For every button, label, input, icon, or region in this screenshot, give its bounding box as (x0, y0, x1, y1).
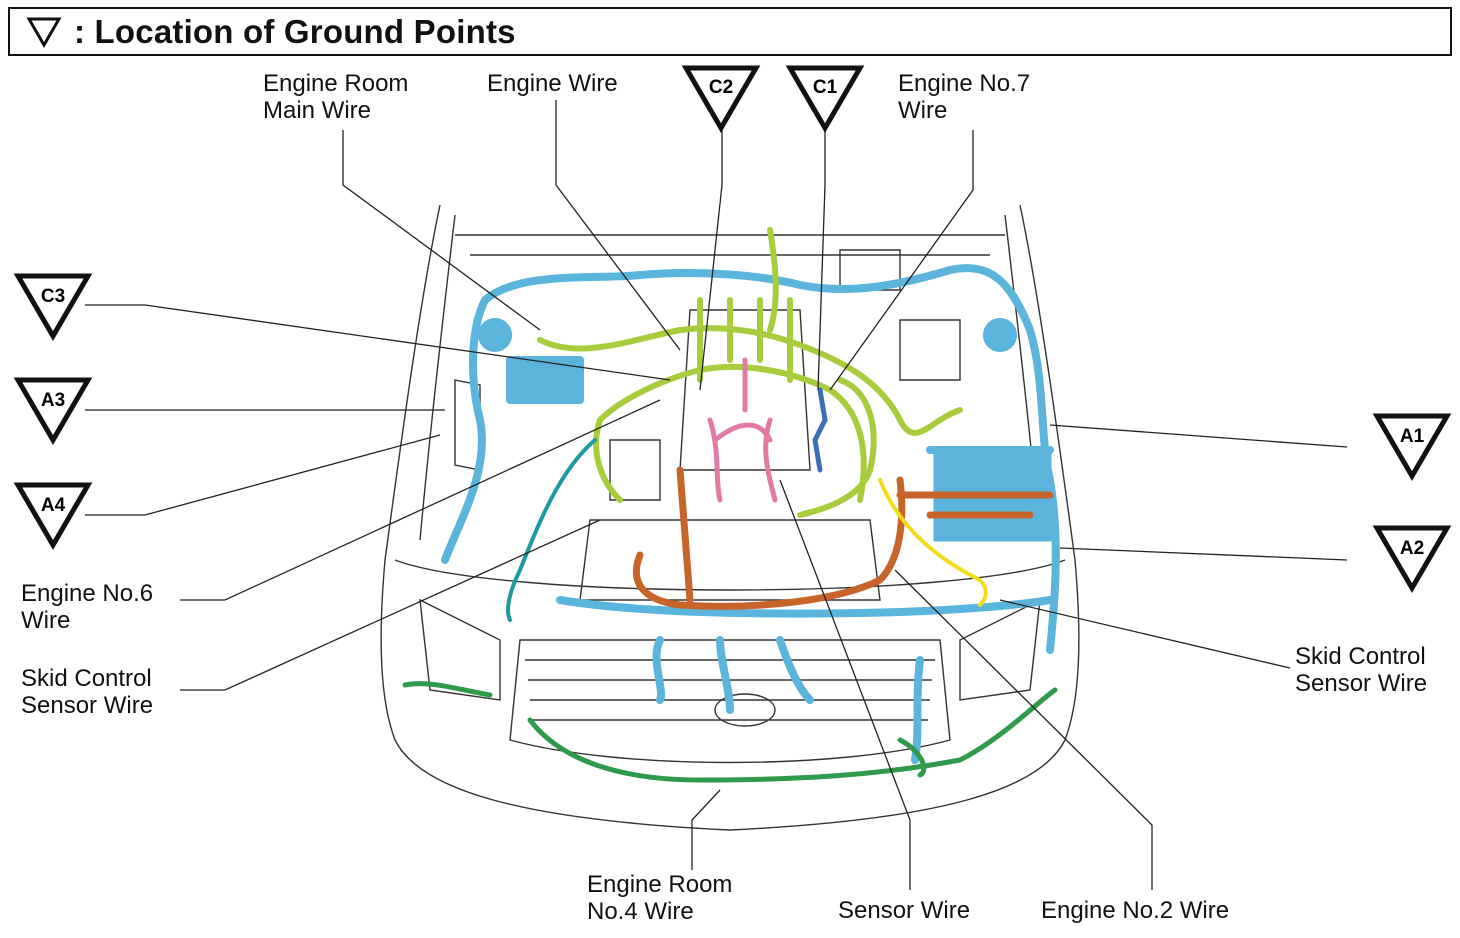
page-title: : Location of Ground Points (74, 12, 516, 50)
skid-control-sensor-wire-right (878, 478, 988, 607)
label-line: Wire (898, 97, 948, 124)
ground-point-a4-label: A4 (41, 495, 66, 516)
title-bar: : Location of Ground Points (8, 7, 1452, 56)
label-engine-room-no4-wire: Engine Room No.4 Wire (587, 871, 732, 925)
ground-point-c2-label: C2 (709, 77, 733, 98)
leader-lines (85, 100, 1348, 890)
label-line: Engine Wire (487, 70, 618, 97)
ground-point-a4: A4 (13, 482, 93, 550)
label-line: Engine Room (587, 871, 733, 898)
label-engine-wire: Engine Wire (487, 70, 618, 97)
label-line: Skid Control (21, 665, 152, 692)
ground-point-a2: A2 (1372, 525, 1452, 593)
ground-point-a3-label: A3 (41, 390, 65, 411)
label-line: No.4 Wire (587, 898, 694, 925)
ground-point-c2: C2 (681, 65, 761, 133)
sensor-wire-harness (707, 357, 778, 503)
ground-point-a2-label: A2 (1400, 538, 1424, 559)
ground-point-c3-label: C3 (41, 286, 65, 307)
label-engine-no6-wire: Engine No.6 Wire (21, 580, 153, 634)
label-skid-control-sensor-wire-left: Skid Control Sensor Wire (21, 665, 153, 719)
label-engine-no7-wire: Engine No.7 Wire (898, 70, 1030, 124)
label-line: Sensor Wire (1295, 670, 1428, 697)
engine-no7-wire-harness (812, 387, 828, 473)
engine-wire-harness (537, 227, 963, 518)
label-line: Sensor Wire (21, 692, 154, 719)
skid-control-sensor-wire-left (506, 438, 597, 622)
label-engine-no2-wire: Engine No.2 Wire (1041, 897, 1229, 924)
label-line: Engine No.6 (21, 580, 154, 607)
ground-point-a3: A3 (13, 377, 93, 445)
ground-point-a1-label: A1 (1400, 426, 1425, 447)
label-line: Wire (21, 607, 71, 634)
label-line: Engine Room (263, 70, 409, 97)
engine-no2-wire-harness (632, 466, 1054, 610)
label-skid-control-sensor-wire-right: Skid Control Sensor Wire (1295, 643, 1427, 697)
label-line: Engine No.7 (898, 70, 1031, 97)
engine-room-no4-wire-harness (402, 681, 1058, 783)
ground-point-triangle-icon (26, 17, 62, 48)
ground-point-c1: C1 (785, 65, 865, 133)
ground-point-c1-label: C1 (813, 77, 838, 98)
label-line: Main Wire (263, 97, 372, 124)
label-line: Sensor Wire (838, 897, 971, 924)
label-line: Engine No.2 Wire (1041, 897, 1230, 924)
label-engine-room-main-wire: Engine Room Main Wire (263, 70, 408, 124)
engine-room-main-wire-harness (441, 264, 1060, 764)
ground-point-c3: C3 (13, 273, 93, 341)
ground-point-a1: A1 (1372, 413, 1452, 481)
label-line: Skid Control (1295, 643, 1426, 670)
label-sensor-wire: Sensor Wire (838, 897, 970, 924)
